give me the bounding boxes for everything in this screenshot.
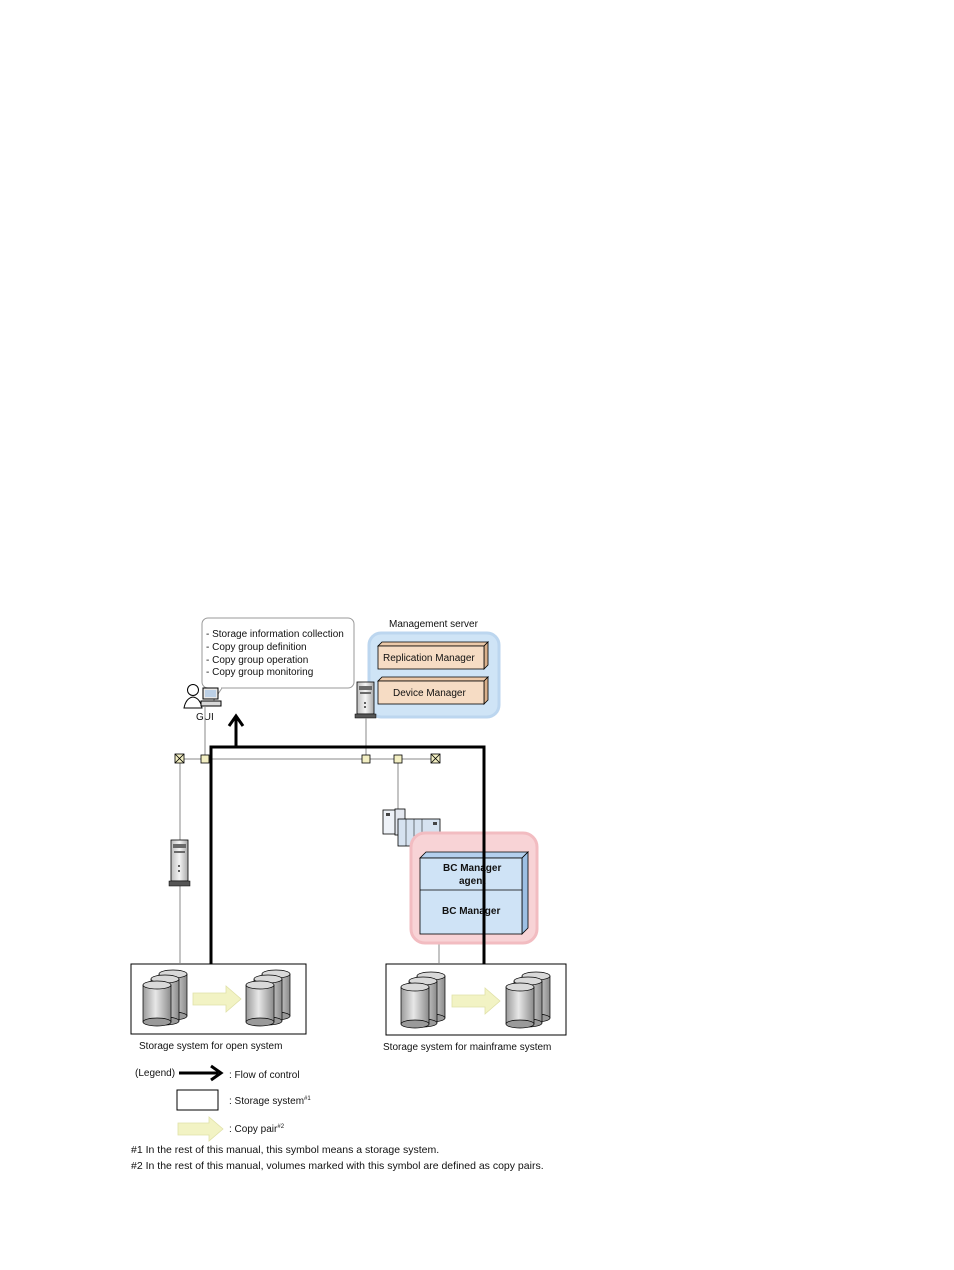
callout-bubble: - Storage information collection - Copy … <box>201 617 355 702</box>
bc-manager-agent-label-2: agent <box>459 876 486 887</box>
network-node-server <box>361 754 371 764</box>
mainframe-secondary-volume-icon <box>505 971 551 1029</box>
legend-flow-label: : Flow of control <box>229 1070 300 1081</box>
callout-line-2: - Copy group definition <box>206 642 307 653</box>
legend-copy-pair-footnote-mark: #2 <box>277 1124 284 1130</box>
open-secondary-volume-icon <box>245 969 291 1027</box>
management-server-tower-icon <box>354 681 377 719</box>
replication-manager-label: Replication Manager <box>383 653 475 664</box>
mainframe-copy-pair-arrow <box>451 987 501 1015</box>
storage-open-label: Storage system for open system <box>139 1041 282 1052</box>
network-terminator-right <box>430 753 441 764</box>
legend-storage-footnote-mark: #1 <box>304 1096 311 1102</box>
user-pc-icon <box>183 684 222 709</box>
network-terminator-left <box>174 753 185 764</box>
management-server-title: Management server <box>389 619 479 630</box>
legend-storage-label: : Storage system <box>229 1096 304 1107</box>
callout-line-4: - Copy group monitoring <box>206 667 313 678</box>
open-copy-pair-arrow <box>192 985 242 1013</box>
bc-manager-stack <box>419 851 529 935</box>
open-primary-volume-icon <box>142 969 188 1027</box>
legend-storage-box-icon <box>176 1089 219 1111</box>
legend-copy-pair-label: : Copy pair <box>229 1124 278 1135</box>
storage-mainframe-label: Storage system for mainframe system <box>383 1042 551 1053</box>
bc-manager-label: BC Manager <box>442 906 500 917</box>
footnote-2: #2 In the rest of this manual, volumes m… <box>131 1160 544 1172</box>
legend-storage-text: : Storage system#1 <box>229 1096 311 1107</box>
device-manager-box: Device Manager <box>377 676 489 705</box>
callout-line-1: - Storage information collection <box>206 629 344 640</box>
lan-network <box>179 707 440 963</box>
callout-line-3: - Copy group operation <box>206 655 308 666</box>
network-node-gui <box>200 754 210 764</box>
mainframe-primary-volume-icon <box>400 971 446 1029</box>
legend: (Legend) : Flow of control : Storage sys… <box>135 1064 311 1142</box>
network-node-host <box>393 754 403 764</box>
legend-copy-pair-text: : Copy pair#2 <box>229 1124 285 1135</box>
open-host-tower-icon <box>168 839 191 887</box>
footnote-1: #1 In the rest of this manual, this symb… <box>131 1144 440 1156</box>
legend-copy-pair-arrow-icon <box>177 1116 224 1142</box>
legend-title: (Legend) <box>135 1068 175 1079</box>
replication-manager-box: Replication Manager <box>377 641 489 670</box>
device-manager-label: Device Manager <box>393 688 466 699</box>
bc-manager-agent-label-1: BC Manager <box>443 863 501 874</box>
